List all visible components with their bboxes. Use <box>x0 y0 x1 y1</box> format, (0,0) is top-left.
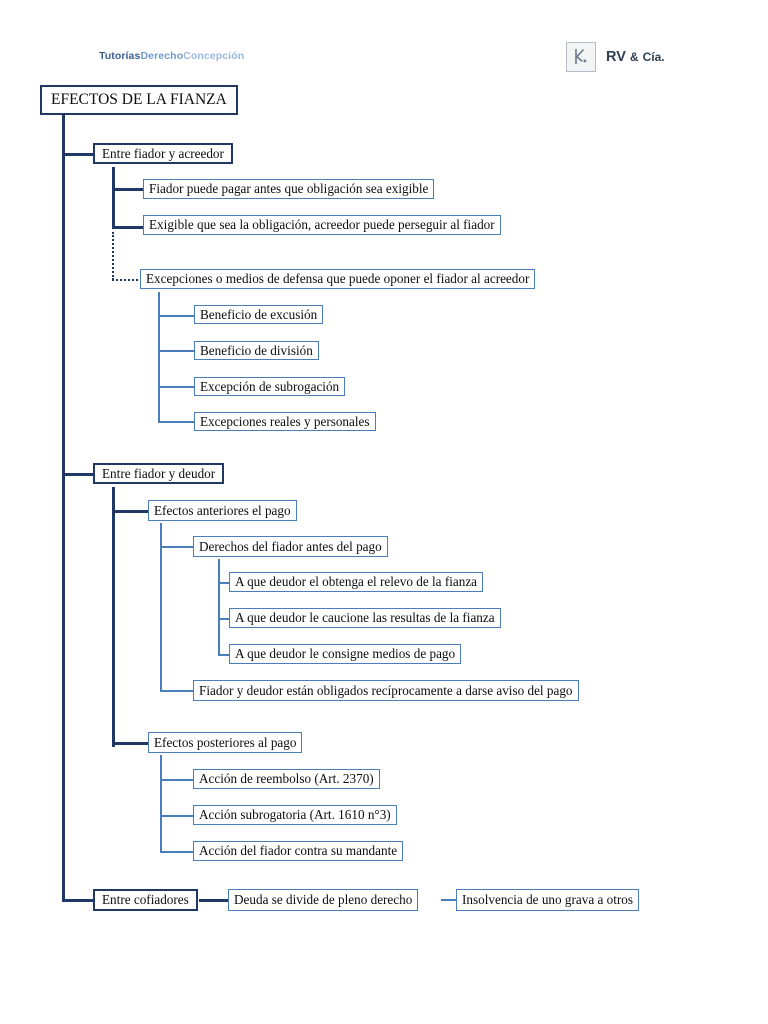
logo-text-main: RV <box>606 49 626 65</box>
branch2-stub-before <box>112 510 148 513</box>
exceptions-stub-3 <box>158 386 194 389</box>
node-root-label: EFECTOS DE LA FIANZA <box>51 91 227 108</box>
node-exception-2[interactable]: Beneficio de división <box>194 341 319 360</box>
node-branch1-item-1[interactable]: Fiador puede pagar antes que obligación … <box>143 179 435 199</box>
node-before-title-label: Efectos anteriores el pago <box>154 502 291 518</box>
node-after-item-2-label: Acción subrogatoria (Art. 1610 n°3) <box>199 807 391 822</box>
trunk-stub-branch1 <box>62 153 94 156</box>
brand-text: TutoríasDerechoConcepción <box>99 50 244 62</box>
trunk-stub-branch2 <box>62 473 94 476</box>
branch2-subtrunk <box>112 487 115 747</box>
after-stub-1 <box>160 779 194 782</box>
node-exception-1[interactable]: Beneficio de excusión <box>194 305 324 324</box>
branch1-dotted-vertical <box>112 232 114 280</box>
node-branch1-item-1-label: Fiador puede pagar antes que obligación … <box>149 181 429 196</box>
logo-text-amp: & <box>629 50 639 64</box>
logo-text-suffix: Cía. <box>642 50 665 64</box>
branch1-stub-2 <box>112 226 144 229</box>
node-after-title[interactable]: Efectos posteriores al pago <box>148 732 303 753</box>
branch1-dotted-horizontal <box>112 279 142 281</box>
node-after-item-2[interactable]: Acción subrogatoria (Art. 1610 n°3) <box>193 805 397 825</box>
node-branch2-title[interactable]: Entre fiador y deudor <box>93 463 225 484</box>
node-branch1-title[interactable]: Entre fiador y acreedor <box>93 143 233 164</box>
node-right-3-label: A que deudor le consigne medios de pago <box>235 646 456 661</box>
exceptions-stub-2 <box>158 350 194 353</box>
before-stub-notice <box>160 690 194 693</box>
node-after-item-3[interactable]: Acción del fiador contra su mandante <box>193 841 404 861</box>
node-right-1[interactable]: A que deudor el obtenga el relevo de la … <box>229 572 484 592</box>
cofiadores-chain-link-2 <box>441 899 457 902</box>
node-exception-4[interactable]: Excepciones reales y personales <box>194 412 376 431</box>
node-cofiadores-chain-2-label: Insolvencia de uno grava a otros <box>462 892 634 907</box>
node-branch1-title-label: Entre fiador y acreedor <box>102 145 224 161</box>
node-after-item-1[interactable]: Acción de reembolso (Art. 2370) <box>193 769 380 789</box>
logo-text: RV & Cía. <box>606 49 665 65</box>
node-branch1-item-3[interactable]: Excepciones o medios de defensa que pued… <box>140 269 536 289</box>
node-cofiadores-chain-2[interactable]: Insolvencia de uno grava a otros <box>456 889 640 911</box>
rights-stub-2 <box>218 618 232 621</box>
rights-stub-1 <box>218 582 232 585</box>
brand-part-2: Derecho <box>140 50 184 62</box>
node-branch1-item-2[interactable]: Exigible que sea la obligación, acreedor… <box>143 215 501 235</box>
node-branch3-title-label: Entre cofiadores <box>102 892 189 907</box>
after-subtrunk <box>160 755 163 853</box>
node-root[interactable]: EFECTOS DE LA FIANZA <box>40 85 238 115</box>
node-branch1-item-2-label: Exigible que sea la obligación, acreedor… <box>149 217 495 232</box>
branch2-stub-after <box>112 742 148 745</box>
trunk-main <box>62 115 65 902</box>
exceptions-subtrunk <box>158 292 161 422</box>
brand-part-3: Concepción <box>183 50 245 62</box>
node-exception-4-label: Excepciones reales y personales <box>200 413 370 429</box>
exceptions-stub-1 <box>158 315 194 318</box>
node-cofiadores-chain-1-label: Deuda se divide de pleno derecho <box>234 892 413 907</box>
node-branch1-item-3-label: Excepciones o medios de defensa que pued… <box>146 271 530 286</box>
after-stub-3 <box>160 851 194 854</box>
node-exception-1-label: Beneficio de excusión <box>200 306 318 322</box>
rights-stub-3 <box>218 654 232 657</box>
exceptions-stub-4 <box>158 421 194 424</box>
node-after-item-3-label: Acción del fiador contra su mandante <box>199 843 398 858</box>
branch1-subtrunk <box>112 167 115 229</box>
before-subtrunk <box>160 523 163 692</box>
node-rights-title[interactable]: Derechos del fiador antes del pago <box>193 536 388 557</box>
node-right-2[interactable]: A que deudor le caucione las resultas de… <box>229 608 501 628</box>
node-right-1-label: A que deudor el obtenga el relevo de la … <box>235 574 478 589</box>
node-exception-3[interactable]: Excepción de subrogación <box>194 377 346 396</box>
node-notice-label: Fiador y deudor están obligados recíproc… <box>199 682 573 698</box>
node-notice[interactable]: Fiador y deudor están obligados recíproc… <box>193 680 579 701</box>
before-stub-rights <box>160 546 194 549</box>
node-right-2-label: A que deudor le caucione las resultas de… <box>235 610 495 625</box>
node-right-3[interactable]: A que deudor le consigne medios de pago <box>229 644 462 664</box>
node-before-title[interactable]: Efectos anteriores el pago <box>148 500 297 521</box>
node-branch3-title[interactable]: Entre cofiadores <box>93 889 198 911</box>
node-branch2-title-label: Entre fiador y deudor <box>102 465 216 481</box>
node-cofiadores-chain-1[interactable]: Deuda se divide de pleno derecho <box>228 889 419 911</box>
trunk-stub-branch3 <box>62 899 94 902</box>
node-after-item-1-label: Acción de reembolso (Art. 2370) <box>199 771 374 786</box>
cofiadores-chain-link-1 <box>199 899 229 902</box>
node-after-title-label: Efectos posteriores al pago <box>154 734 297 750</box>
node-exception-2-label: Beneficio de división <box>200 342 313 358</box>
after-stub-2 <box>160 815 194 818</box>
branch1-stub-1 <box>112 188 144 191</box>
node-rights-title-label: Derechos del fiador antes del pago <box>199 538 382 554</box>
node-exception-3-label: Excepción de subrogación <box>200 378 340 394</box>
logo-monogram-icon <box>566 42 596 72</box>
brand-part-1: Tutorías <box>99 50 141 62</box>
logo: RV & Cía. <box>566 42 665 72</box>
rights-subtrunk <box>218 559 221 655</box>
